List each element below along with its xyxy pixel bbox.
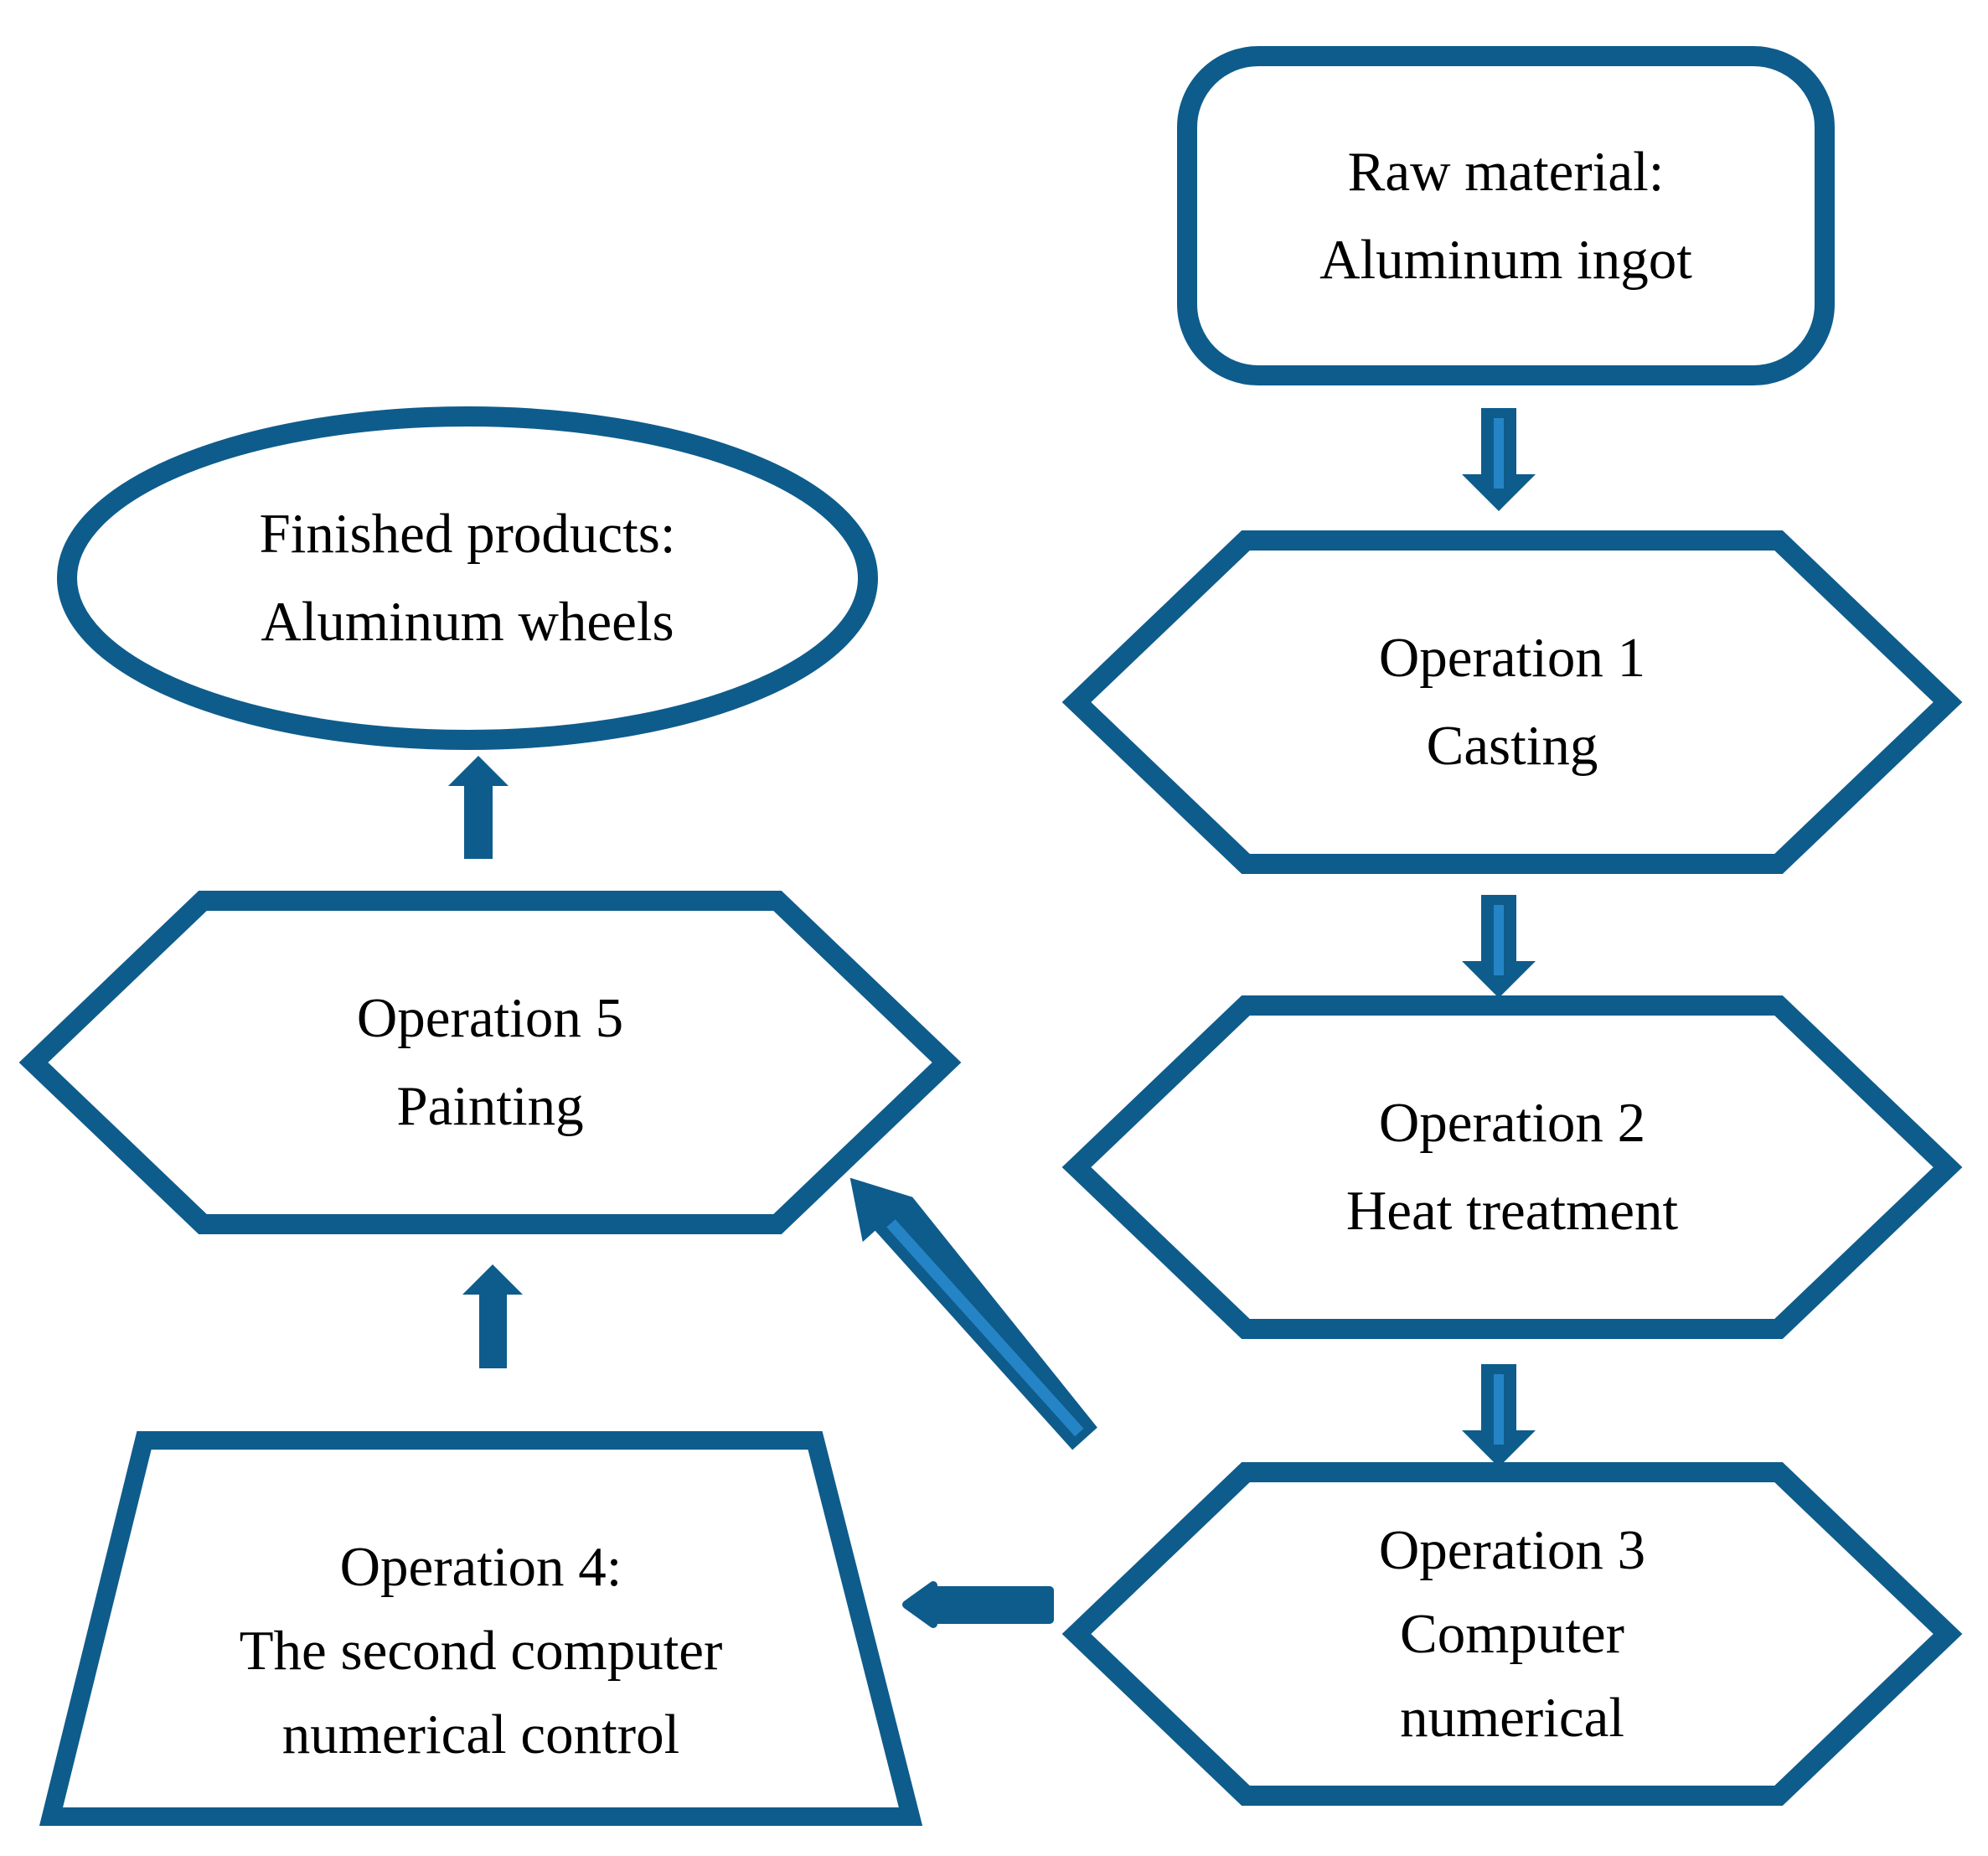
arrow-op3-to-op5	[849, 1177, 1097, 1450]
operation2-line1: Operation 2	[1378, 1092, 1646, 1154]
operation4-label: Operation 4: The second computer numeric…	[51, 1440, 911, 1838]
arrow-op3-to-op4	[902, 1581, 1054, 1628]
arrow-raw-to-op1-stripe	[1494, 418, 1504, 489]
finished-products-label: Finished products: Aluminum wheels	[57, 406, 878, 750]
arrow-op1-to-op2-stripe	[1494, 905, 1504, 975]
raw-material-shape	[1177, 46, 1835, 385]
arrow-op1-to-op2	[1462, 895, 1536, 998]
operation3-line3: numerical	[1400, 1687, 1624, 1749]
arrow-op4-to-op5	[462, 1264, 523, 1368]
arrow-op3-to-op5-stripe	[886, 1219, 1084, 1437]
finished-products-line2: Aluminum wheels	[261, 591, 674, 653]
finished-products-line1: Finished products:	[259, 503, 676, 565]
operation3-line1: Operation 3	[1378, 1519, 1646, 1581]
operation3-label: Operation 3 Computer numerical	[1077, 1472, 1948, 1796]
operation2-label: Operation 2 Heat treatment	[1077, 1006, 1948, 1329]
arrow-raw-to-op1	[1462, 408, 1536, 511]
operation4-shape	[39, 1431, 923, 1826]
arrow-op2-to-op3	[1462, 1364, 1536, 1467]
operation3-shape	[1061, 1462, 1963, 1806]
operation2-shape	[1061, 995, 1963, 1339]
arrow-op5-to-finished	[448, 756, 509, 859]
operation4-line3: numerical control	[281, 1703, 680, 1766]
operation5-label: Operation 5 Painting	[34, 901, 947, 1224]
operation5-line2: Painting	[396, 1075, 584, 1137]
operation1-line1: Operation 1	[1378, 627, 1646, 689]
raw-material-line1: Raw material:	[1347, 140, 1665, 203]
operation1-shape	[1061, 530, 1963, 874]
operation1-line2: Casting	[1426, 715, 1598, 777]
operation4-line1: Operation 4:	[339, 1535, 622, 1598]
operation5-shape	[18, 891, 962, 1234]
finished-products-shape	[57, 406, 878, 750]
operation2-line2: Heat treatment	[1345, 1180, 1679, 1242]
operation3-line2: Computer	[1400, 1603, 1624, 1665]
raw-material-label: Raw material: Aluminum ingot	[1177, 46, 1835, 385]
arrow-op2-to-op3-stripe	[1494, 1374, 1504, 1445]
raw-material-line2: Aluminum ingot	[1319, 228, 1692, 291]
operation4-line2: The second computer	[239, 1619, 723, 1682]
operation5-line1: Operation 5	[356, 987, 624, 1049]
operation1-label: Operation 1 Casting	[1077, 540, 1948, 864]
